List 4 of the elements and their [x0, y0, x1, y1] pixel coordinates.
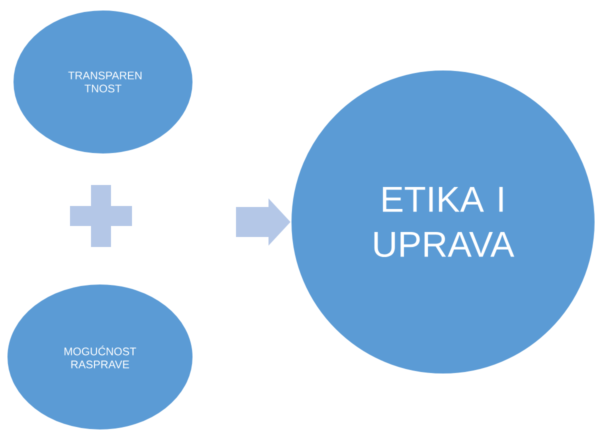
circle-node: MOGUĆNOST RASPRAVE	[6, 284, 194, 430]
plus-sign	[70, 185, 132, 247]
circle-node: ETIKA I UPRAVA	[290, 70, 595, 374]
circle-node: TRANSPAREN TNOST	[12, 10, 194, 154]
